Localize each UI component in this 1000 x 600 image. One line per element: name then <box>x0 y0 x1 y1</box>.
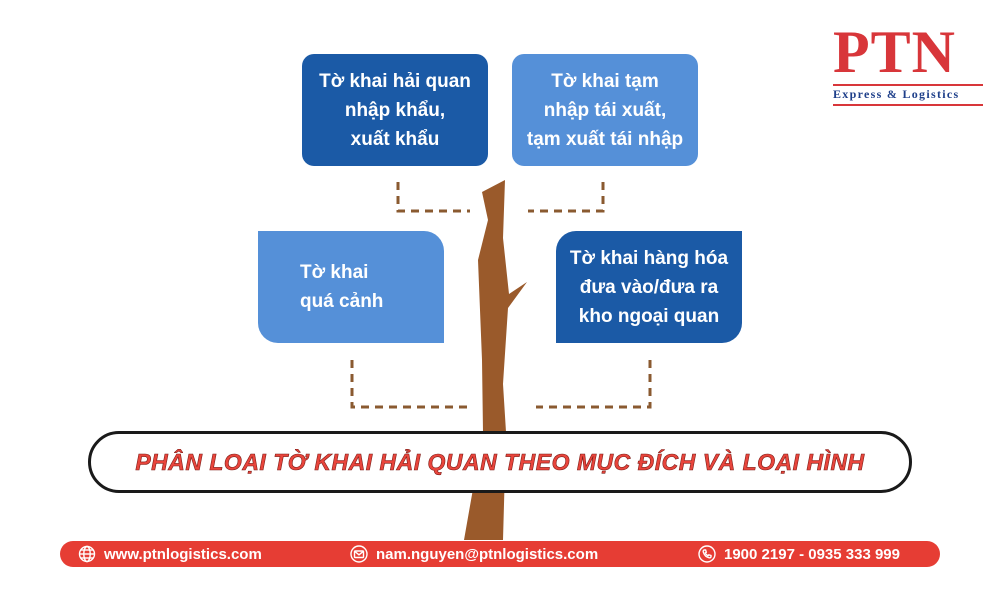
footer-phone[interactable]: 1900 2197 - 0935 333 999 <box>698 541 900 567</box>
box-line: quá cảnh <box>300 291 384 312</box>
mail-icon <box>350 545 368 563</box>
banner-title: PHÂN LOẠI TỜ KHAI HẢI QUAN THEO MỤC ĐÍCH… <box>135 448 865 475</box>
footer-website[interactable]: www.ptnlogistics.com <box>78 541 262 567</box>
box-temporary-declaration: Tờ khai tạm nhập tái xuất, tạm xuất tái … <box>512 54 698 166</box>
title-banner: PHÂN LOẠI TỜ KHAI HẢI QUAN THEO MỤC ĐÍCH… <box>88 431 912 493</box>
box-line: xuất khẩu <box>350 128 440 150</box>
box-line: nhập khẩu, <box>344 99 446 121</box>
logo-tagline: Express & Logistics <box>833 87 960 101</box>
tree-trunk <box>464 180 527 540</box>
ptn-logo: PTN Express & Logistics <box>833 22 983 106</box>
box-export-import-declaration: Tờ khai hải quan nhập khẩu, xuất khẩu <box>302 54 488 166</box>
logo-divider <box>833 104 983 106</box>
connector-bottom-left <box>350 360 470 409</box>
contact-footer: www.ptnlogistics.com nam.nguyen@ptnlogis… <box>60 541 940 567</box>
website-text: www.ptnlogistics.com <box>104 545 262 563</box>
connector-bottom-right <box>536 360 652 409</box>
box-line: kho ngoại quan <box>578 305 720 327</box>
box-line: tạm xuất tái nhập <box>526 128 684 150</box>
globe-icon <box>78 545 96 563</box>
box-line: Tờ khai tạm <box>551 70 659 92</box>
box-line: nhập tái xuất, <box>543 99 667 121</box>
box-line: Tờ khai <box>300 262 369 283</box>
phone-text: 1900 2197 - 0935 333 999 <box>724 545 900 563</box>
phone-icon <box>698 545 716 563</box>
logo-divider <box>833 84 983 86</box>
box-line: đưa vào/đưa ra <box>579 276 719 298</box>
footer-email[interactable]: nam.nguyen@ptnlogistics.com <box>350 541 598 567</box>
box-bonded-warehouse-declaration: Tờ khai hàng hóa đưa vào/đưa ra kho ngoạ… <box>556 231 742 343</box>
box-line: Tờ khai hàng hóa <box>569 247 729 269</box>
connector-top-left <box>396 182 470 213</box>
connector-top-right <box>528 182 605 213</box>
email-text: nam.nguyen@ptnlogistics.com <box>376 545 599 563</box>
box-transit-declaration: Tờ khai quá cảnh <box>258 231 444 343</box>
box-line: Tờ khai hải quan <box>319 70 471 92</box>
logo-wordmark: PTN <box>833 19 956 85</box>
